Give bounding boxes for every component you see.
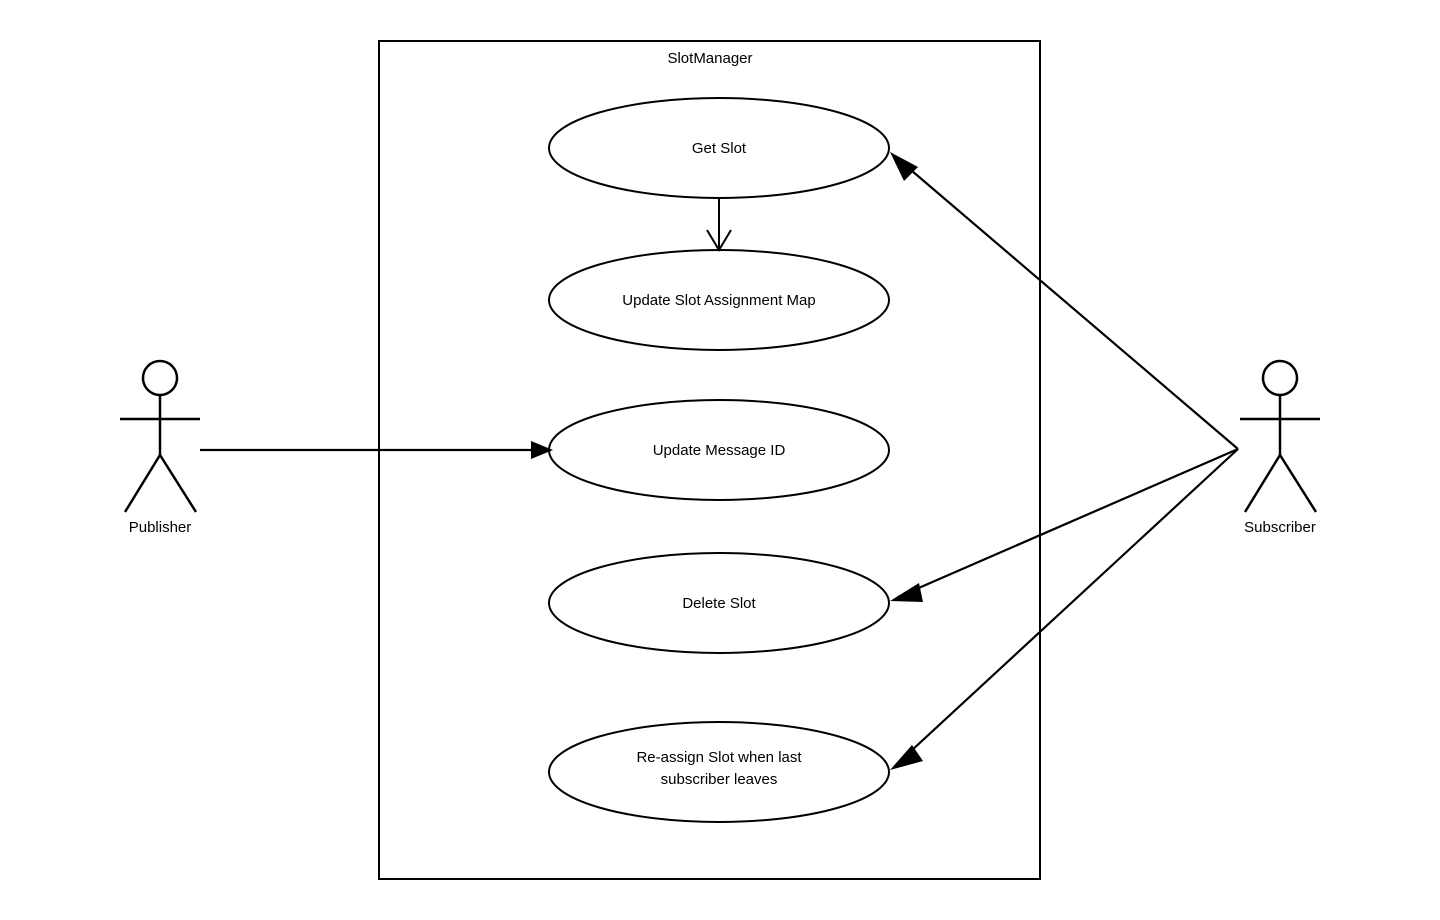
association-line xyxy=(897,447,1239,599)
dependency-get-slot-to-update-slot-assignment-map xyxy=(706,198,732,252)
solid-arrowhead-icon xyxy=(890,583,923,602)
use-case-delete-slot[interactable]: Delete Slot xyxy=(548,552,890,654)
actor-leg-right xyxy=(158,454,198,513)
association-subscriber-to-get-slot xyxy=(890,152,1239,450)
actor-label: Subscriber xyxy=(1244,519,1316,536)
association-publisher-to-update-message-id xyxy=(200,441,553,459)
use-case-ellipse[interactable] xyxy=(548,721,890,823)
use-case-update-slot-assignment-map[interactable]: Update Slot Assignment Map xyxy=(548,249,890,351)
solid-arrowhead-icon xyxy=(890,745,923,770)
actor-head-icon xyxy=(141,359,179,397)
actor-head-icon xyxy=(1261,359,1299,397)
use-case-label: Get Slot xyxy=(692,140,747,157)
actor-leg-left xyxy=(123,454,162,513)
actor-publisher[interactable]: Publisher xyxy=(120,359,200,536)
use-case-label: Update Slot Assignment Map xyxy=(622,292,815,309)
association-subscriber-to-delete-slot xyxy=(890,447,1239,602)
solid-arrowhead-icon xyxy=(890,152,918,181)
use-case-label: Update Message ID xyxy=(653,442,786,459)
open-arrowhead-icon xyxy=(706,229,732,252)
association-line xyxy=(897,158,1239,450)
system-boundary-title: SlotManager xyxy=(667,50,752,67)
use-case-re-assign-slot[interactable]: Re-assign Slot when last subscriber leav… xyxy=(548,721,890,823)
actor-subscriber[interactable]: Subscriber xyxy=(1240,359,1320,536)
actor-label: Publisher xyxy=(129,519,192,536)
use-case-update-message-id[interactable]: Update Message ID xyxy=(548,399,890,501)
solid-arrowhead-icon xyxy=(531,441,553,459)
actor-leg-right xyxy=(1278,454,1318,513)
use-case-label: Delete Slot xyxy=(682,595,756,612)
association-subscriber-to-re-assign-slot xyxy=(890,448,1239,770)
use-case-ellipse[interactable] xyxy=(548,552,890,654)
association-line xyxy=(897,448,1239,764)
use-case-label-line-1: Re-assign Slot when last xyxy=(636,749,802,766)
use-case-get-slot[interactable]: Get Slot xyxy=(548,97,890,199)
use-case-label-line-2: subscriber leaves xyxy=(661,771,778,788)
actor-leg-left xyxy=(1243,454,1282,513)
